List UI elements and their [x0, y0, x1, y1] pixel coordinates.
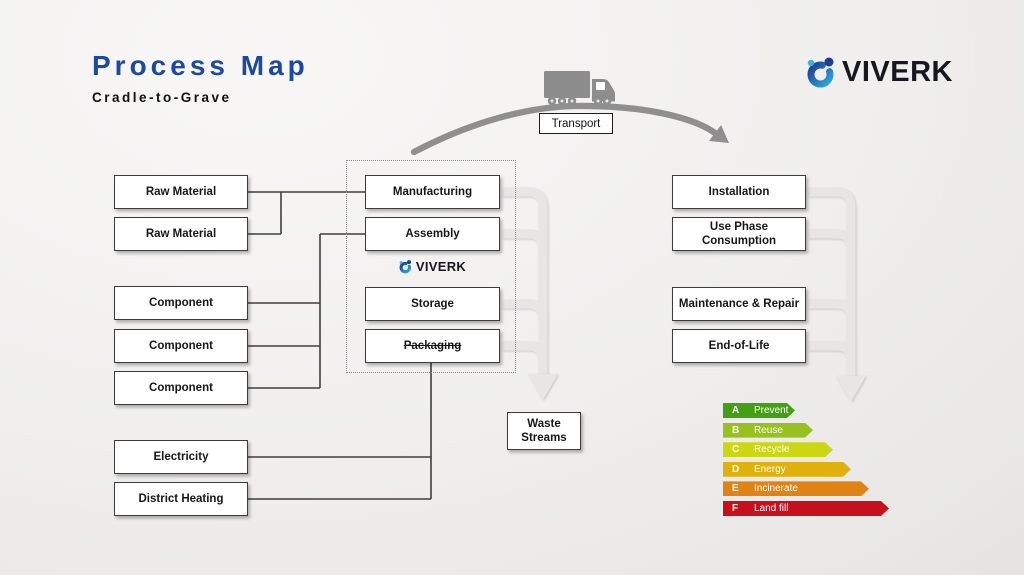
hierarchy-row-reuse: B Reuse: [723, 423, 813, 438]
box-component-1: Component: [114, 286, 248, 320]
brand-logo: VIVERK: [804, 55, 953, 89]
factory-boundary: [346, 160, 516, 373]
viverk-swirl-icon-small: [399, 260, 411, 274]
page-subtitle: Cradle-to-Grave: [92, 90, 232, 105]
waste-hierarchy-chart: A Prevent B Reuse C Recycle D Energy E I…: [723, 403, 895, 523]
hierarchy-row-landfill: F Land fill: [723, 501, 889, 516]
box-manufacturing: Manufacturing: [365, 175, 500, 209]
viverk-swirl-icon: [807, 57, 834, 88]
factory-brand-logo: VIVERK: [391, 259, 473, 274]
transport-label: Transport: [539, 113, 613, 134]
box-maintenance-repair: Maintenance & Repair: [672, 287, 806, 321]
box-electricity: Electricity: [114, 440, 248, 474]
transport-arrowhead: [709, 125, 729, 143]
box-component-3: Component: [114, 371, 248, 405]
hierarchy-row-incinerate: E Incinerate: [723, 481, 869, 496]
box-use-phase-consumption: Use Phase Consumption: [672, 217, 806, 251]
box-component-2: Component: [114, 329, 248, 363]
hierarchy-row-recycle: C Recycle: [723, 442, 833, 457]
truck-icon: [544, 71, 615, 106]
box-installation: Installation: [672, 175, 806, 209]
brand-name: VIVERK: [842, 55, 953, 88]
box-raw-material-1: Raw Material: [114, 175, 248, 209]
box-storage: Storage: [365, 287, 500, 321]
box-packaging: Packaging: [365, 329, 500, 363]
box-end-of-life: End-of-Life: [672, 329, 806, 363]
box-assembly: Assembly: [365, 217, 500, 251]
box-raw-material-2: Raw Material: [114, 217, 248, 251]
page-title: Process Map: [92, 50, 309, 81]
waste-stream-arrowhead: [528, 374, 558, 400]
end-of-life-arrowhead: [836, 376, 866, 402]
factory-brand-name: VIVERK: [415, 259, 467, 274]
box-district-heating: District Heating: [114, 482, 248, 516]
hierarchy-row-energy: D Energy: [723, 462, 851, 477]
hierarchy-row-prevent: A Prevent: [723, 403, 795, 418]
box-waste-streams: Waste Streams: [507, 412, 581, 450]
